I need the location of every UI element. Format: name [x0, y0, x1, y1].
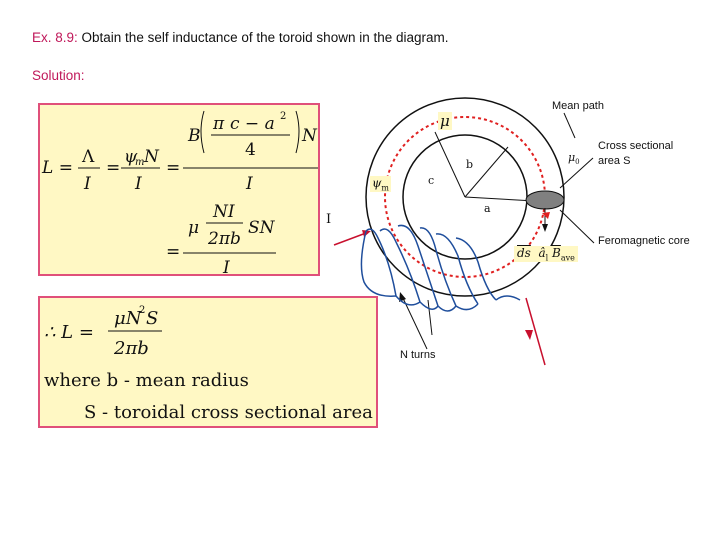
result-num: μN	[114, 308, 143, 329]
psi-sub: m	[135, 157, 144, 168]
sn-label: SN	[248, 218, 276, 238]
ni-label: NI	[212, 202, 235, 222]
where-line: where b - mean radius	[44, 370, 249, 391]
derivation-box	[38, 103, 320, 276]
mu-label: μ	[438, 112, 452, 130]
psi-num: ψ	[124, 147, 138, 167]
n-turns-label: N turns	[400, 349, 436, 361]
pi-label: π	[212, 114, 225, 134]
result-num-s: S	[146, 308, 158, 329]
s-line: S - toroidal cross sectional area	[84, 402, 373, 423]
current-label: I	[326, 212, 332, 227]
problem-text: Obtain the self inductance of the toroid…	[77, 30, 449, 45]
b-label: B	[187, 126, 201, 146]
integrand-label: ds âl Bave	[514, 246, 578, 263]
radius-c	[434, 131, 466, 198]
solution-label: Solution:	[32, 68, 85, 83]
twopib-label: 2πb	[207, 229, 241, 249]
core-label: Feromagnetic core	[598, 235, 690, 247]
square-exp: 2	[280, 111, 286, 122]
coil-windings	[360, 224, 521, 312]
mu-label: μ	[188, 218, 199, 238]
result-num-sq: 2	[139, 305, 145, 316]
cross-section-label-1: Cross sectional	[598, 140, 674, 152]
a-label: a	[484, 202, 491, 215]
eq3: =	[166, 242, 180, 262]
derivation-math: L = Λ I = ψ m N I = B π c − a 2 4 N I = …	[41, 110, 318, 276]
lhs-l: L =	[41, 158, 73, 178]
result-math: ∴ L = μN 2 S 2πb where b - mean radius S…	[44, 305, 373, 423]
lambda-num: Λ	[81, 147, 95, 167]
result-box	[38, 296, 378, 428]
b-label: b	[466, 158, 474, 171]
mean-path-label: Mean path	[552, 100, 604, 112]
cross-section	[525, 190, 565, 210]
radius-b	[464, 146, 509, 198]
c-label: c	[428, 174, 435, 187]
mu0-label: μ0	[568, 151, 580, 167]
eq1: =	[106, 158, 120, 178]
example-label: Ex. 8.9:	[32, 30, 78, 45]
lambda-den: I	[83, 174, 91, 194]
four: 4	[245, 140, 256, 160]
psi-label: ψm	[370, 176, 392, 193]
mu-den: I	[222, 258, 230, 276]
therefore-l: ∴ L =	[44, 322, 94, 343]
paren-term: c − a	[230, 114, 275, 134]
n-label: N	[301, 126, 318, 146]
psi-n: N	[143, 147, 160, 167]
problem-statement: Ex. 8.9: Obtain the self inductance of t…	[32, 30, 449, 45]
toroid-outer	[365, 97, 565, 297]
eq2: =	[166, 158, 180, 178]
result-den: 2πb	[113, 338, 149, 359]
psi-den: I	[134, 174, 142, 194]
big-den: I	[245, 174, 253, 194]
cross-section-label-2: area S	[598, 155, 631, 167]
